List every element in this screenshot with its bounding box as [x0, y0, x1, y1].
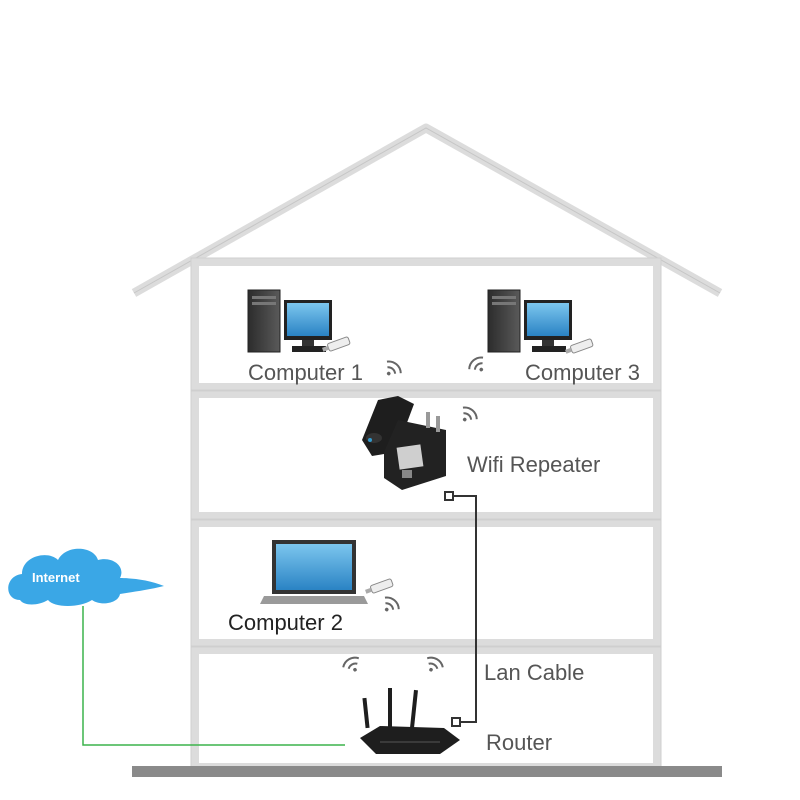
house-wall-edges [190, 257, 662, 772]
wifi-signal-icon [465, 353, 491, 378]
usb-wifi-adapter-icon [365, 578, 394, 594]
internet-line [82, 606, 345, 746]
usb-wifi-adapter-icon [565, 338, 594, 354]
internet-label: Internet [32, 570, 80, 585]
wifi-repeater-label: Wifi Repeater [467, 452, 601, 477]
laptop-icon [260, 540, 368, 604]
wifi-signal-icon [340, 653, 365, 677]
cloud-icon [8, 548, 164, 606]
computer-3-label: Computer 3 [525, 360, 640, 385]
wifi-signal-icon [379, 357, 405, 382]
router-icon [360, 688, 460, 754]
desktop-computer-icon [487, 289, 572, 353]
usb-wifi-adapter-icon [322, 336, 351, 352]
wifi-repeater-icon [362, 396, 446, 490]
computer-2-label: Computer 2 [228, 610, 343, 635]
floor-base [132, 766, 722, 777]
lan-cable [444, 491, 477, 727]
wifi-signal-icon [377, 593, 403, 618]
house-roof [131, 123, 723, 297]
computer-1-label: Computer 1 [248, 360, 363, 385]
wifi-signal-icon [455, 403, 481, 428]
lan-cable-label: Lan Cable [484, 660, 585, 685]
wifi-signal-icon [421, 653, 446, 677]
router-label: Router [486, 730, 553, 755]
desktop-computer-icon [247, 289, 332, 353]
